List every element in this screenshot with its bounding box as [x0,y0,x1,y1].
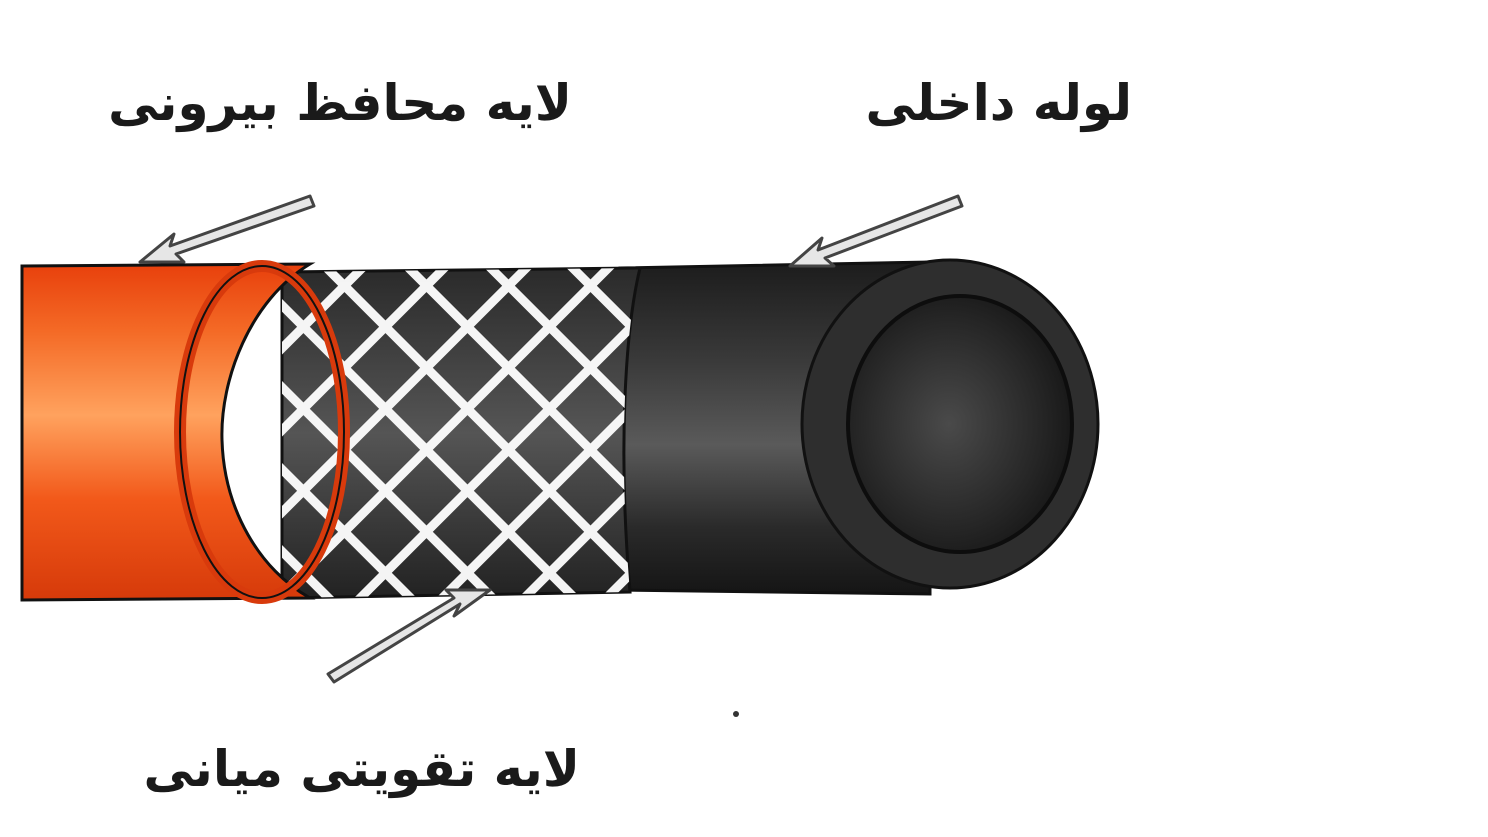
arrow-reinforcement [326,588,492,684]
arrow-inner-tube [788,194,964,268]
label-inner-tube: لوله داخلی [865,74,1132,132]
label-outer-cover: لایه محافظ بیرونی [108,74,572,132]
arrow-outer-cover [138,194,316,264]
inner-tube [618,258,1100,596]
outer-cover [20,260,350,604]
label-reinforcement: لایه تقویتی میانی [143,740,580,798]
stray-dot [733,711,739,717]
